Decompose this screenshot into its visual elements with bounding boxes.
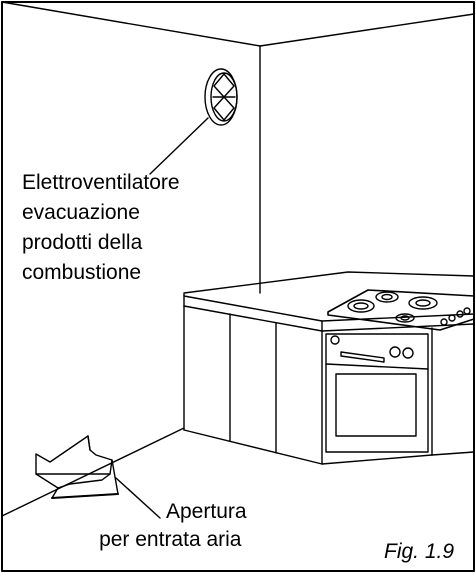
opening-leader-line bbox=[115, 477, 161, 519]
opening-label-line-1: Apertura bbox=[166, 500, 247, 523]
air-inlet-arrow-icon bbox=[35, 435, 119, 499]
kitchen-cabinets bbox=[183, 271, 475, 465]
fan-leader-line bbox=[149, 117, 209, 175]
fan-label-line-2: evacuazione bbox=[22, 201, 140, 224]
cooktop-icon bbox=[327, 289, 475, 331]
air-opening-label: Apertura per entrata aria bbox=[94, 498, 247, 554]
fan-label-line-4: combustione bbox=[22, 261, 142, 284]
fan-label-line-1: Elettroventilatore bbox=[22, 171, 180, 194]
fan-icon bbox=[204, 68, 238, 126]
fan-label: Elettroventilatore evacuazione prodotti … bbox=[22, 168, 180, 288]
oven-icon bbox=[325, 333, 429, 453]
opening-label-line-2: per entrata aria bbox=[99, 528, 242, 551]
room-walls bbox=[1, 1, 475, 517]
figure-caption: Fig. 1.9 bbox=[384, 540, 455, 563]
fan-label-line-3: prodotti della bbox=[22, 231, 143, 254]
